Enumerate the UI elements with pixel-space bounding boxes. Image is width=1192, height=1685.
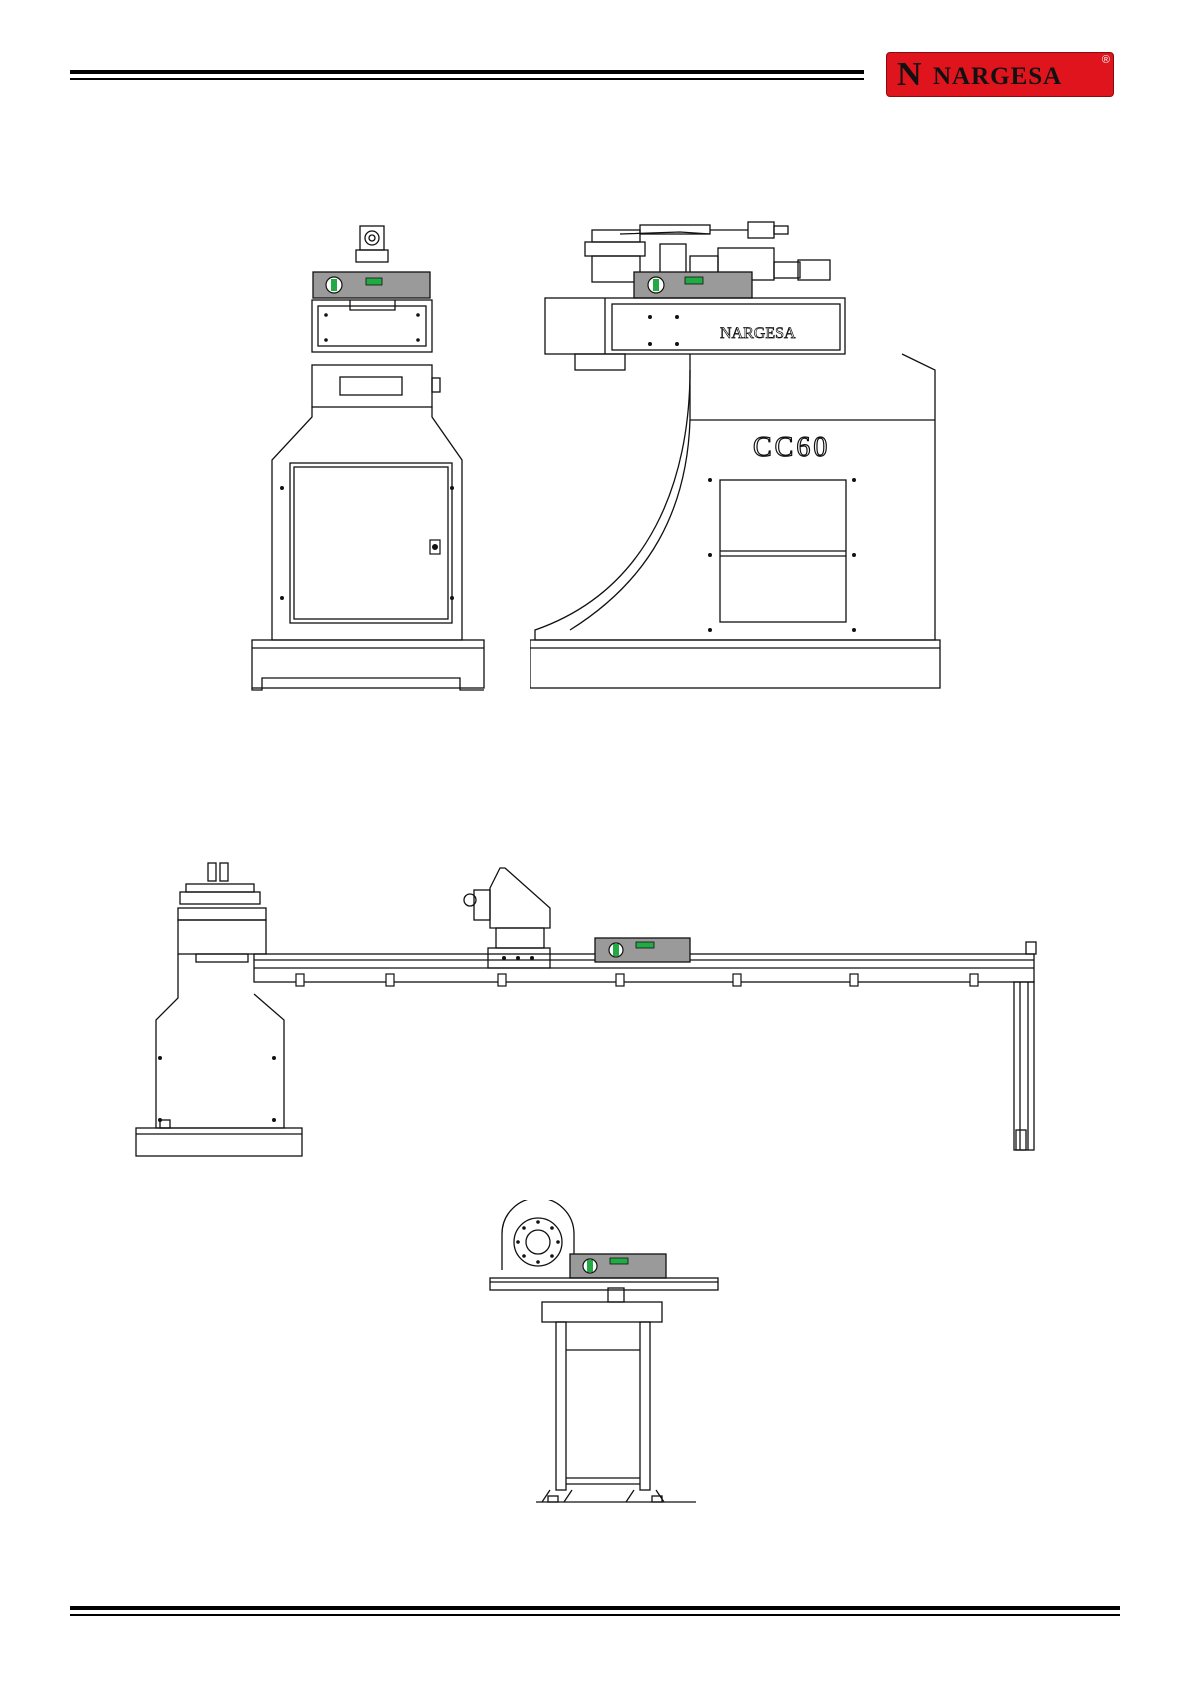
footer-rule-thin (70, 1614, 1120, 1616)
table-side-view (130, 858, 1050, 1168)
door-lock-icon (430, 540, 440, 554)
brand-name: NARGESA (933, 63, 1062, 91)
header-rule-thick (70, 70, 864, 74)
registered-mark: ® (1102, 54, 1110, 66)
table-end-view (484, 1200, 724, 1510)
machine-front-view (240, 220, 510, 695)
header-rule-thin (70, 78, 864, 80)
machine-side-view: NARGESA CC60 (530, 220, 950, 695)
brand-logo: N NARGESA ® (886, 52, 1114, 97)
machine-model-text: CC60 (753, 432, 830, 463)
machine-logo-text: NARGESA (720, 325, 796, 342)
brand-mark: N (897, 57, 922, 93)
footer-rule-thick (70, 1606, 1120, 1610)
